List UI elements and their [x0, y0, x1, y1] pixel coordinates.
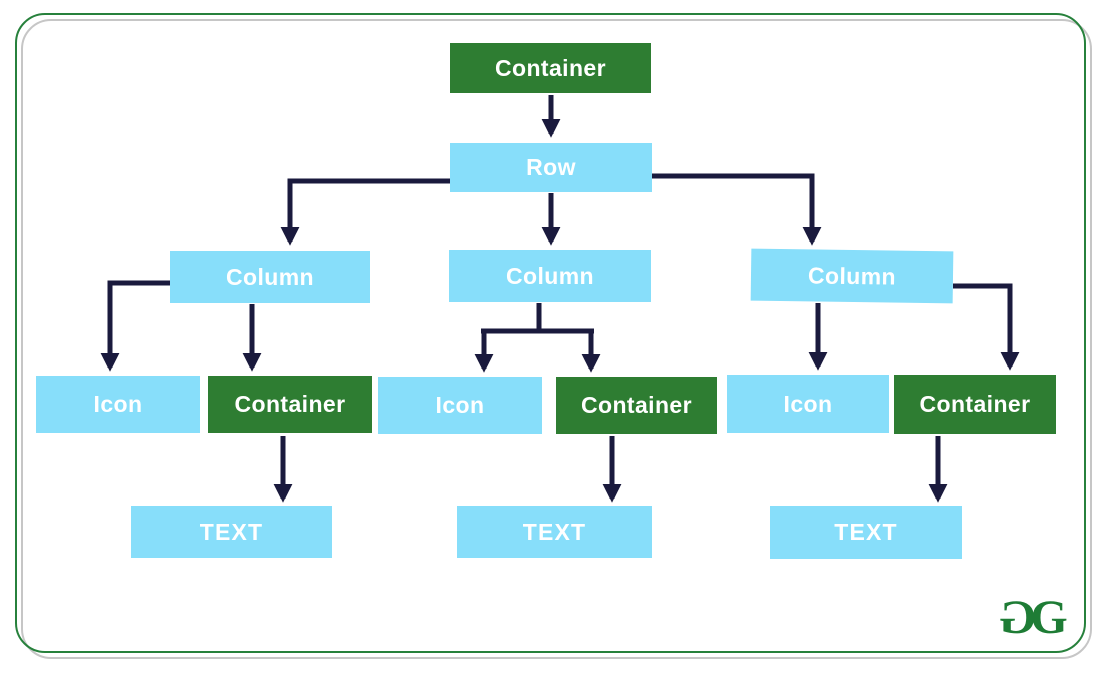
node-row: Row — [450, 143, 652, 192]
frame-shadow-border — [21, 19, 1092, 659]
node-icon-2: Icon — [378, 377, 542, 434]
node-text-1: TEXT — [131, 506, 332, 558]
node-container-root: Container — [450, 43, 651, 93]
node-text-3: TEXT — [770, 506, 962, 559]
node-icon-3: Icon — [727, 375, 889, 433]
edge-column1-to-icon1 — [100, 280, 170, 372]
node-column-2: Column — [449, 250, 651, 302]
logo-g-mirrored: G — [1001, 591, 1037, 644]
geeksforgeeks-logo: GG — [1001, 591, 1068, 644]
edge-column3-to-container3 — [953, 283, 1020, 371]
node-column-1: Column — [170, 251, 370, 303]
node-container-2: Container — [556, 377, 717, 434]
node-text-2: TEXT — [457, 506, 652, 558]
node-column-3: Column — [750, 248, 954, 304]
node-container-3: Container — [894, 375, 1056, 434]
logo-g: G — [1030, 591, 1067, 644]
frame-border — [15, 13, 1086, 653]
edge-row-to-column-1 — [280, 178, 452, 246]
node-container-1: Container — [208, 376, 372, 433]
node-icon-1: Icon — [36, 376, 200, 433]
edge-row-to-column-3 — [651, 173, 822, 246]
